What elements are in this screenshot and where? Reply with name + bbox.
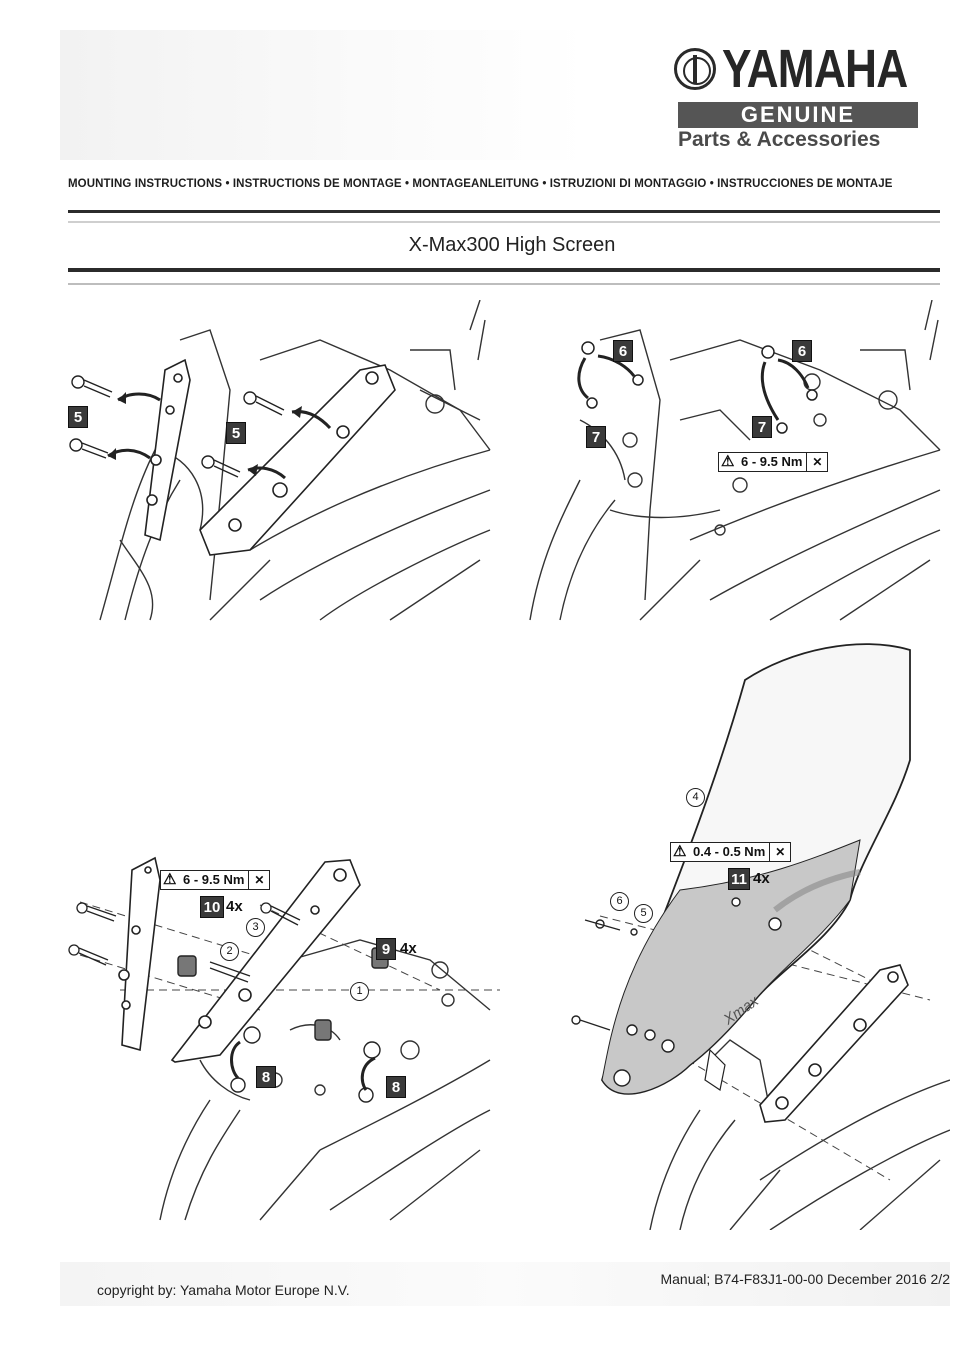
copyright-text: copyright by: Yamaha Motor Europe N.V. [97, 1282, 350, 1298]
step-5-tag: 5 [226, 422, 246, 444]
quantity-label: 4x [400, 940, 417, 957]
step-11-drawing [571, 643, 950, 1230]
wrench-icon: ✕ [769, 843, 790, 861]
instructions-languages: MOUNTING INSTRUCTIONS • INSTRUCTIONS DE … [68, 178, 893, 190]
step-7-tag: 7 [752, 416, 772, 438]
tuning-fork-emblem-icon [674, 48, 716, 90]
torque-spec: 0.4 - 0.5 Nm✕ [670, 842, 792, 862]
step-6-7-illustration: 6 6 7 7 6 - 9.5 Nm✕ [520, 300, 950, 630]
divider [68, 283, 940, 285]
divider [68, 210, 940, 213]
logo-wordmark: YAMAHA [722, 39, 908, 99]
wrench-icon: ✕ [806, 453, 827, 471]
part-number-4: 4 [686, 788, 705, 807]
divider [68, 268, 940, 272]
step-7-tag: 7 [586, 426, 606, 448]
step-11-illustration: 4 0.4 - 0.5 Nm✕ 11 4x 6 5 Xmax [560, 640, 950, 1230]
torque-value: 6 - 9.5 Nm [741, 454, 803, 469]
part-number-5: 5 [634, 904, 653, 923]
quantity-label: 4x [753, 870, 770, 887]
step-6-7-drawing [529, 300, 941, 621]
torque-value: 0.4 - 0.5 Nm [693, 844, 766, 859]
wrench-icon: ✕ [248, 871, 269, 889]
yamaha-logo: YAMAHA GENUINE Parts & Accessories [672, 42, 928, 152]
document-title: X-Max300 High Screen [408, 234, 616, 256]
step-5-illustration: 5 5 [60, 300, 500, 630]
manual-reference: Manual; B74-F83J1-00-00 December 2016 2/… [660, 1271, 950, 1287]
quantity-label: 4x [226, 898, 243, 915]
torque-spec: 6 - 9.5 Nm✕ [160, 870, 271, 890]
divider [68, 221, 940, 223]
step-8-10-drawing [68, 856, 500, 1221]
part-number-6: 6 [610, 892, 629, 911]
header-background [60, 30, 940, 160]
torque-value: 6 - 9.5 Nm [183, 872, 245, 887]
step-8-10-illustration: 6 - 9.5 Nm✕ 10 4x 9 4x 8 8 1 2 3 [60, 850, 500, 1230]
step-6-tag: 6 [613, 340, 633, 362]
step-5-drawing [69, 300, 491, 621]
step-10-tag: 10 [200, 896, 224, 918]
logo-parts-accessories: Parts & Accessories [678, 128, 881, 151]
step-8-tag: 8 [386, 1076, 406, 1098]
step-11-tag: 11 [728, 868, 750, 890]
step-6-tag: 6 [792, 340, 812, 362]
part-number-3: 3 [246, 918, 265, 937]
footer-background [60, 1262, 950, 1306]
step-5-tag: 5 [68, 406, 88, 428]
part-number-1: 1 [350, 982, 369, 1001]
torque-spec: 6 - 9.5 Nm✕ [718, 452, 829, 472]
part-number-2: 2 [220, 942, 239, 961]
logo-genuine: GENUINE [678, 102, 918, 128]
step-8-tag: 8 [256, 1066, 276, 1088]
step-9-tag: 9 [376, 938, 396, 960]
